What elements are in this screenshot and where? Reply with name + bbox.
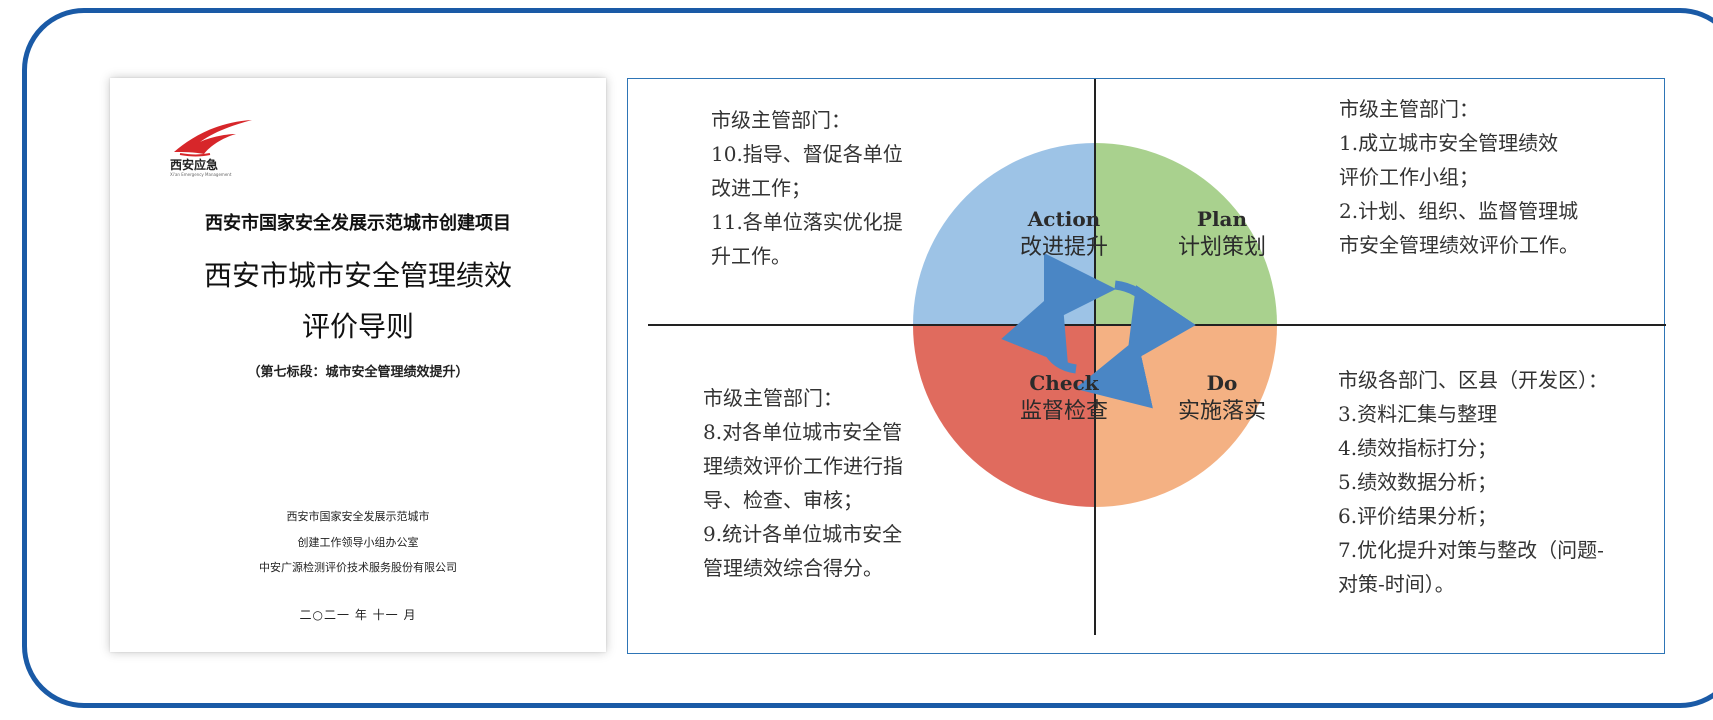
check-label: Check 监督检查 (984, 369, 1144, 427)
project-name: 西安市国家安全发展示范城市创建项目 (205, 213, 511, 234)
plan-quadrant (1095, 143, 1277, 325)
action-label: Action 改进提升 (984, 205, 1144, 263)
plan-line: 评价工作小组； (1339, 165, 1479, 189)
plan-line: 市安全管理绩效评价工作。 (1339, 233, 1579, 257)
action-label-en: Action (1027, 207, 1101, 231)
action-label-zh: 改进提升 (1019, 235, 1108, 260)
arrow-action-to-plan (1043, 253, 1116, 326)
action-line: 升工作。 (711, 244, 791, 268)
do-line: 6.评价结果分析； (1338, 504, 1498, 528)
logo-text: 西安应急 (170, 158, 219, 172)
action-line: 改进工作； (711, 176, 811, 200)
action-line: 10.指导、督促各单位 (711, 142, 903, 166)
do-line: 市级各部门、区县（开发区）： (1338, 368, 1608, 392)
do-line: 对策-时间）。 (1338, 572, 1455, 596)
document-title-line2: 评价导则 (301, 310, 414, 343)
do-label-zh: 实施落实 (1177, 399, 1266, 424)
organization-line1: 西安市国家安全发展示范城市 (286, 510, 430, 523)
check-line: 市级主管部门： (703, 386, 843, 410)
organization-line2: 创建工作领导小组办公室 (297, 536, 419, 549)
action-description: 市级主管部门： 10.指导、督促各单位 改进工作； 11.各单位落实优化提 升工… (711, 103, 903, 273)
document-cover: 西安应急 Xi'an Emergency Management 西安市国家安全发… (110, 78, 606, 652)
arrow-do-to-check (1074, 338, 1153, 409)
do-line: 7.优化提升对策与整改（问题- (1338, 538, 1604, 562)
do-line: 3.资料汇集与整理 (1338, 402, 1498, 426)
organization-line3: 中安广源检测评价技术服务股份有限公司 (259, 561, 457, 574)
plan-line: 2.计划、组织、监督管理城 (1339, 199, 1579, 223)
check-line: 导、检查、审核； (703, 488, 863, 512)
check-line: 理绩效评价工作进行指 (703, 454, 903, 478)
do-description: 市级各部门、区县（开发区）： 3.资料汇集与整理 4.绩效指标打分； 5.绩效数… (1338, 363, 1608, 601)
plan-label-en: Plan (1196, 207, 1248, 231)
check-line: 8.对各单位城市安全管 (703, 420, 903, 444)
do-label-en: Do (1206, 371, 1238, 395)
xian-emergency-logo: 西安应急 Xi'an Emergency Management (170, 116, 260, 177)
do-label: Do 实施落实 (1142, 369, 1302, 427)
document-subtitle: （第七标段：城市安全管理绩效提升） (247, 365, 469, 380)
plan-label-zh: 计划策划 (1177, 235, 1266, 260)
rounded-frame (22, 8, 1713, 708)
logo-subtext: Xi'an Emergency Management (170, 172, 232, 177)
check-description: 市级主管部门： 8.对各单位城市安全管 理绩效评价工作进行指 导、检查、审核； … (703, 381, 903, 585)
check-line: 管理绩效综合得分。 (703, 556, 883, 580)
action-line: 市级主管部门： (711, 108, 851, 132)
do-line: 5.绩效数据分析； (1338, 470, 1498, 494)
arrow-plan-to-do (1114, 280, 1196, 365)
check-label-zh: 监督检查 (1019, 399, 1108, 424)
pdca-diagram: Action 改进提升 Plan 计划策划 Check 监督检查 Do 实施落实… (627, 78, 1666, 654)
plan-label: Plan 计划策划 (1142, 205, 1302, 263)
check-quadrant (913, 325, 1095, 507)
document-date: 二○二一 年 十一 月 (299, 608, 417, 622)
document-title-line1: 西安市城市安全管理绩效 (203, 259, 512, 292)
check-label-en: Check (1029, 371, 1099, 395)
check-line: 9.统计各单位城市安全 (703, 522, 903, 546)
plan-line: 1.成立城市安全管理绩效 (1339, 131, 1559, 155)
pdca-cycle-graphic (648, 79, 1666, 635)
plan-description: 市级主管部门： 1.成立城市安全管理绩效 评价工作小组； 2.计划、组织、监督管… (1339, 92, 1579, 262)
swoosh-logo-icon (174, 120, 252, 157)
action-line: 11.各单位落实优化提 (711, 210, 903, 234)
do-line: 4.绩效指标打分； (1338, 436, 1498, 460)
plan-line: 市级主管部门： (1339, 97, 1479, 121)
